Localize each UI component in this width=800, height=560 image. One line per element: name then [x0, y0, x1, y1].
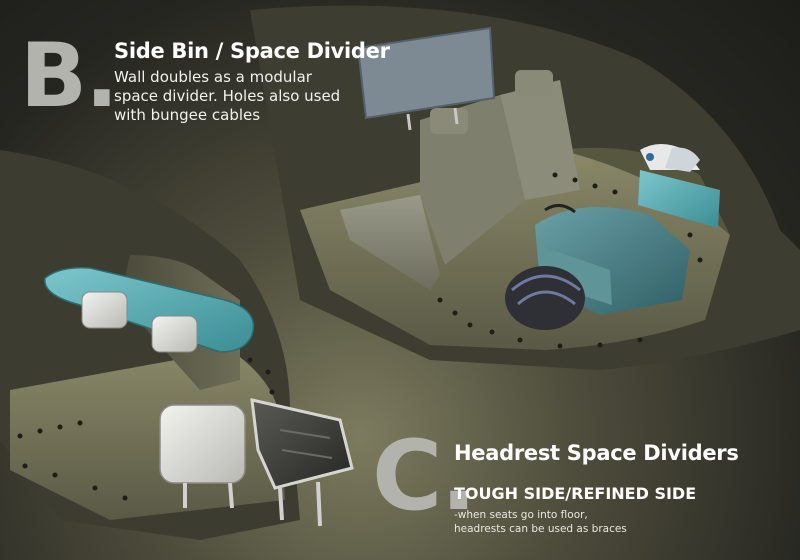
headrest-tough-side: [250, 398, 354, 490]
section-c-note: -when seats go into floor, headrests can…: [454, 508, 627, 536]
section-b-description: Wall doubles as a modular space divider.…: [114, 68, 364, 125]
rear-seat-cushion: [340, 195, 440, 290]
headrest-refined-side: [159, 404, 246, 484]
side-bin-divider: [638, 170, 720, 228]
rear-seat-back-left: [420, 95, 525, 265]
section-c-letter: C.: [372, 420, 477, 532]
section-b-description-line: space divider. Holes also used: [114, 87, 341, 105]
snowboard: [44, 266, 255, 353]
headrest-mount-right: [151, 315, 198, 353]
headrest-panel: [356, 26, 496, 120]
section-b-letter: B.: [20, 24, 119, 127]
section-b-description-line: Wall doubles as a modular: [114, 68, 312, 86]
headrest-mount-left: [81, 291, 128, 329]
section-c-title: Headrest Space Dividers: [454, 441, 739, 465]
section-c-note-line: -when seats go into floor,: [454, 509, 588, 521]
rear-cargo-view: [250, 5, 800, 371]
rear-seat-back-right: [500, 80, 580, 200]
section-b-title: Side Bin / Space Divider: [114, 39, 390, 63]
section-c-subtitle: TOUGH SIDE/REFINED SIDE: [454, 484, 697, 503]
section-c-note-line: headrests can be used as braces: [454, 523, 627, 535]
section-b-description-line: with bungee cables: [114, 106, 261, 124]
side-cargo-view: [0, 150, 354, 540]
